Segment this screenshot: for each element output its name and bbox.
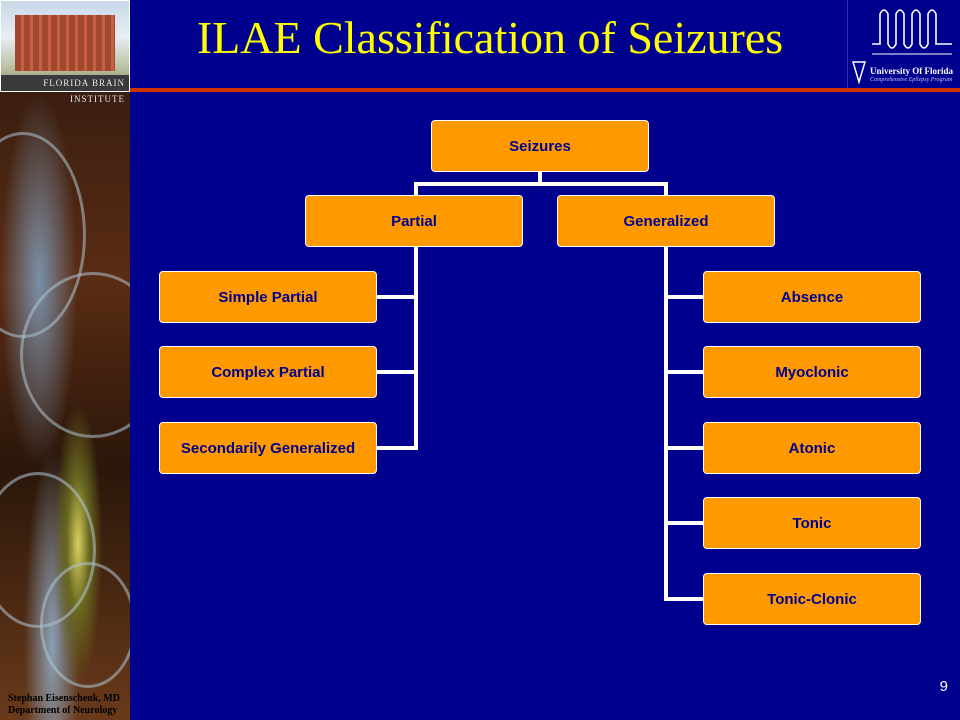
- generalized-branch: [664, 521, 704, 525]
- department-credit: Department of Neurology: [8, 705, 118, 716]
- root-connector: [538, 171, 542, 184]
- node-tonic-clonic: Tonic-Clonic: [703, 573, 921, 625]
- slide-title: ILAE Classification of Seizures: [196, 12, 784, 63]
- page-number: 9: [939, 678, 948, 695]
- uf-logo-subtitle: Comprehensive Epilepsy Program: [870, 77, 953, 83]
- partial-branch: [377, 370, 418, 374]
- uf-emblem-icon: [852, 61, 866, 84]
- generalized-branch: [664, 370, 704, 374]
- partial-trunk: [414, 245, 418, 450]
- node-secondarily-generalized: Secondarily Generalized: [159, 422, 377, 474]
- eeg-wave-icon: [872, 9, 952, 55]
- node-myoclonic: Myoclonic: [703, 346, 921, 398]
- node-seizures: Seizures: [431, 120, 649, 172]
- node-generalized: Generalized: [557, 195, 775, 247]
- building-image: [15, 15, 115, 71]
- uf-logo-title: University Of Florida: [870, 66, 953, 76]
- generalized-branch: [664, 446, 704, 450]
- title-divider: [130, 88, 960, 92]
- generalized-trunk: [664, 245, 668, 601]
- level1-bus: [414, 182, 666, 186]
- partial-branch: [377, 295, 418, 299]
- partial-branch: [377, 446, 418, 450]
- neuron-artwork: [0, 92, 130, 720]
- node-partial: Partial: [305, 195, 523, 247]
- partial-connector: [414, 182, 418, 196]
- generalized-branch: [664, 597, 704, 601]
- brain-institute-logo: FLORIDA BRAIN INSTITUTE: [0, 0, 130, 104]
- node-absence: Absence: [703, 271, 921, 323]
- node-tonic: Tonic: [703, 497, 921, 549]
- uf-epilepsy-logo: University Of Florida Comprehensive Epil…: [847, 0, 960, 90]
- node-simple-partial: Simple Partial: [159, 271, 377, 323]
- author-credit: Stephan Eisenschenk, MD: [8, 693, 120, 704]
- generalized-connector: [664, 182, 668, 196]
- generalized-branch: [664, 295, 704, 299]
- node-complex-partial: Complex Partial: [159, 346, 377, 398]
- brain-institute-logo-text: FLORIDA BRAIN INSTITUTE: [1, 75, 129, 104]
- node-atonic: Atonic: [703, 422, 921, 474]
